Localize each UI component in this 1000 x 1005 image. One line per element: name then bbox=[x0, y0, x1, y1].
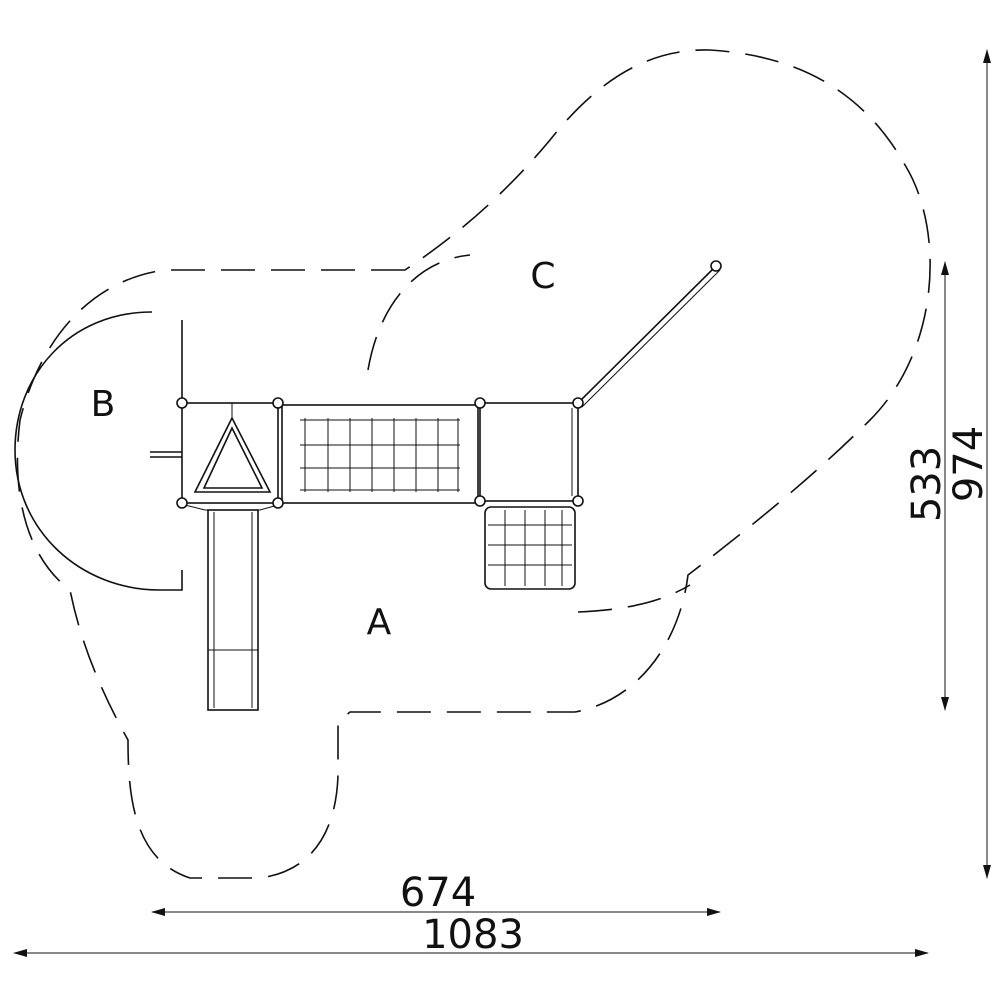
diagonal-bar-2 bbox=[581, 269, 721, 408]
zone-c-boundary bbox=[367, 254, 471, 371]
climbing-net-grid bbox=[488, 510, 572, 586]
dim-label-inner-height: 533 bbox=[904, 446, 950, 522]
diagonal-bar bbox=[577, 265, 717, 404]
posts bbox=[176, 397, 584, 509]
slide bbox=[207, 509, 259, 711]
climbing-net bbox=[484, 506, 576, 590]
roof-triangle bbox=[193, 416, 272, 493]
net-bridge bbox=[281, 404, 479, 504]
platform-left bbox=[181, 402, 279, 504]
net-bridge-grid bbox=[300, 418, 460, 492]
zone-label-a: A bbox=[367, 602, 392, 643]
bar-end-post bbox=[710, 260, 722, 272]
zone-a-boundary-right bbox=[577, 584, 691, 613]
dim-label-total-height: 974 bbox=[946, 426, 992, 502]
dim-label-total-width: 1083 bbox=[422, 912, 524, 958]
zone-label-b: B bbox=[91, 384, 116, 425]
zone-label-c: C bbox=[530, 256, 555, 297]
dim-label-inner-width: 674 bbox=[400, 870, 476, 916]
safety-zone-outline bbox=[16, 49, 931, 879]
zone-b-arc bbox=[14, 311, 183, 591]
platform-right bbox=[479, 402, 579, 502]
